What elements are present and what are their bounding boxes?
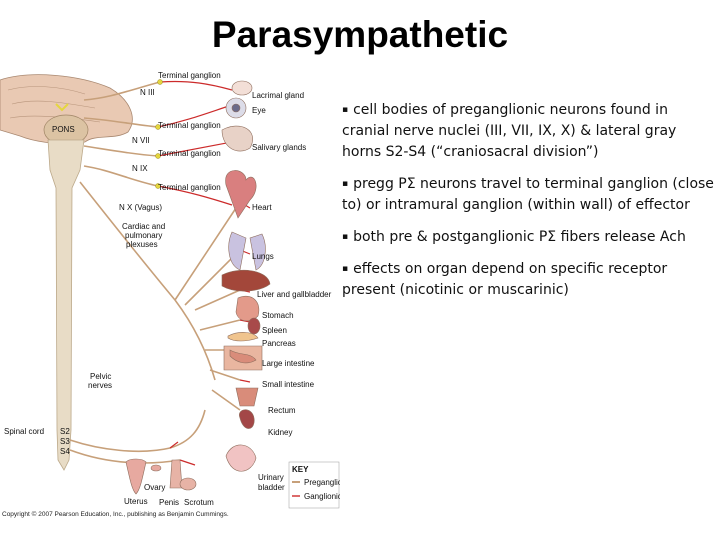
- key-ganglionic: Ganglionic neurons: [304, 492, 340, 501]
- kidney-shape: [239, 409, 255, 429]
- heart-shape: [225, 170, 257, 219]
- bullet-item: ▪cell bodies of preganglionic neurons fo…: [342, 100, 714, 163]
- label-stomach: Stomach: [262, 311, 294, 320]
- label-cardiac-2: pulmonary: [125, 231, 162, 240]
- label-spinal-cord: Spinal cord: [4, 427, 44, 436]
- bullet-text: both pre & postganglionic PΣ fibers rele…: [353, 229, 686, 245]
- organ-illustrations: [125, 80, 271, 495]
- label-salivary: Salivary glands: [252, 143, 306, 152]
- label-n9: N IX: [132, 164, 148, 173]
- bullet-marker-icon: ▪: [342, 264, 349, 274]
- label-lacrimal: Lacrimal gland: [252, 91, 304, 100]
- bullet-item: ▪effects on organ depend on specific rec…: [342, 259, 714, 301]
- lungs-shape: [228, 231, 266, 271]
- key-preganglionic: Preganglionic neurons: [304, 478, 340, 487]
- diagram-key: KEY Preganglionic neurons Ganglionic neu…: [288, 461, 340, 509]
- label-s2: S2: [60, 427, 70, 436]
- label-small-intestine: Small intestine: [262, 380, 315, 389]
- bullet-list: ▪cell bodies of preganglionic neurons fo…: [342, 100, 714, 312]
- copyright-notice: Copyright © 2007 Pearson Education, Inc.…: [2, 511, 229, 518]
- small-intestine-shape: [229, 349, 257, 364]
- label-terminal-ganglion-1: Terminal ganglion: [158, 71, 221, 80]
- label-ovary: Ovary: [144, 483, 165, 492]
- label-rectum: Rectum: [268, 406, 296, 415]
- label-terminal-ganglion-3: Terminal ganglion: [158, 149, 221, 158]
- key-title: KEY: [292, 465, 309, 474]
- label-s3: S3: [60, 437, 70, 446]
- preganglionic-fibers: [69, 81, 241, 464]
- spinal-cord-shape: [47, 139, 85, 471]
- label-scrotum: Scrotum: [184, 498, 214, 507]
- bullet-text: cell bodies of preganglionic neurons fou…: [342, 102, 677, 160]
- label-pancreas: Pancreas: [262, 339, 296, 348]
- parasympathetic-pathway-diagram: Terminal ganglion N III PONS Terminal ga…: [0, 71, 340, 509]
- label-n7: N VII: [132, 136, 150, 145]
- bullet-text: pregg PΣ neurons travel to terminal gang…: [342, 176, 714, 213]
- label-cardiac-3: plexuses: [126, 240, 158, 249]
- uterus-shape: [125, 458, 147, 495]
- label-heart: Heart: [252, 203, 272, 212]
- bullet-marker-icon: ▪: [342, 105, 349, 115]
- label-spleen: Spleen: [262, 326, 287, 335]
- label-kidney: Kidney: [268, 428, 292, 437]
- slide-title: Parasympathetic: [211, 14, 509, 55]
- bullet-item: ▪pregg PΣ neurons travel to terminal gan…: [342, 174, 714, 216]
- rectum-shape: [235, 387, 259, 407]
- liver-shape: [221, 269, 271, 292]
- ovary-shape: [150, 464, 162, 472]
- label-terminal-ganglion-4: Terminal ganglion: [158, 183, 221, 192]
- bullet-item: ▪ both pre & postganglionic PΣ fibers rel…: [342, 227, 714, 248]
- label-urinary-1: Urinary: [258, 473, 284, 482]
- bullet-text: effects on organ depend on specific rece…: [342, 261, 668, 298]
- label-n10: N X (Vagus): [119, 203, 162, 212]
- label-uterus: Uterus: [124, 497, 148, 506]
- stomach-shape: [235, 296, 260, 322]
- brain-illustration: [0, 74, 133, 146]
- bullet-marker-icon: ▪: [342, 179, 349, 189]
- label-terminal-ganglion-2: Terminal ganglion: [158, 121, 221, 130]
- label-cardiac-1: Cardiac and: [122, 222, 165, 231]
- label-penis: Penis: [159, 498, 179, 507]
- ganglia: [155, 79, 163, 189]
- spleen-shape: [247, 317, 261, 335]
- bullet-marker-icon: ▪: [342, 232, 349, 242]
- label-eye: Eye: [252, 106, 266, 115]
- pancreas-shape: [227, 332, 259, 342]
- lacrimal-gland-shape: [231, 80, 253, 96]
- label-urinary-2: bladder: [258, 483, 285, 492]
- label-large-intestine: Large intestine: [262, 359, 315, 368]
- label-s4: S4: [60, 447, 70, 456]
- label-lungs: Lungs: [252, 252, 274, 261]
- bladder-shape: [225, 444, 257, 472]
- label-liver: Liver and gallbladder: [257, 290, 332, 299]
- label-pons: PONS: [52, 125, 75, 134]
- label-n3: N III: [140, 88, 155, 97]
- label-pelvic-2: nerves: [88, 381, 112, 390]
- label-pelvic-1: Pelvic: [90, 372, 111, 381]
- salivary-glands-shape: [221, 125, 253, 152]
